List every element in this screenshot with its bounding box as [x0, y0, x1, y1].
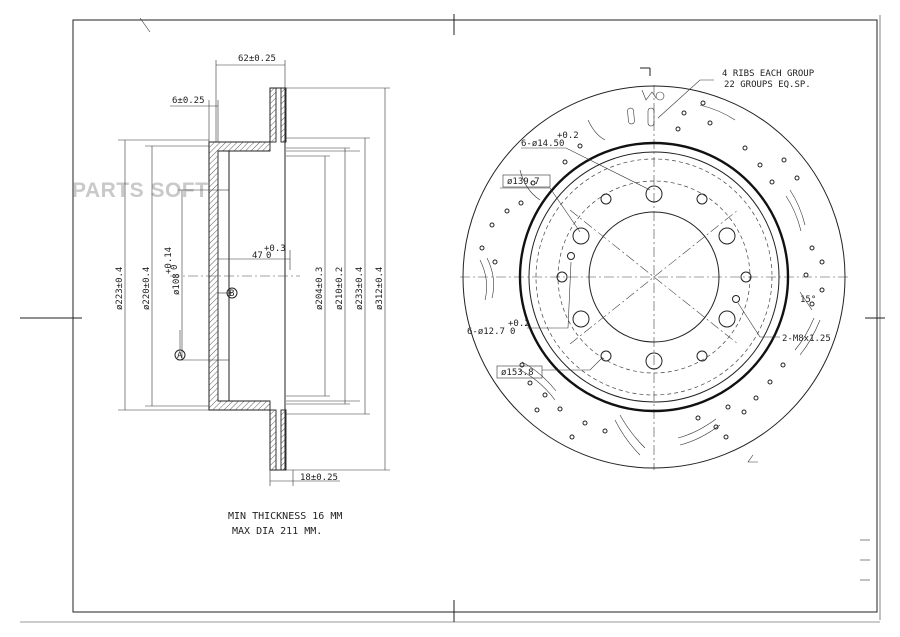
svg-text:0: 0 — [559, 139, 564, 149]
label-holes-12: 6-ø12.7 — [467, 327, 505, 337]
dim-rotor-thickness: 18±0.25 — [300, 473, 338, 483]
sheet-border — [20, 14, 885, 623]
svg-text:A: A — [177, 351, 183, 361]
rotor-plate-outer — [269, 87, 277, 143]
svg-text:B: B — [229, 289, 234, 299]
leader-lines — [500, 79, 813, 371]
note-max-dia: MAX DIA 211 MM. — [232, 526, 322, 537]
threaded-hole-1 — [567, 252, 575, 260]
cooling-ribs — [627, 67, 665, 127]
watermark: PARTS SOFT — [72, 179, 208, 202]
rotor-slots — [479, 104, 821, 463]
friction-ring-inner — [518, 141, 790, 413]
dim-width-total: 62±0.25 — [238, 54, 276, 64]
svg-text:0: 0 — [510, 327, 515, 337]
datum-b-marker — [226, 287, 238, 299]
secondary-holes — [556, 193, 752, 362]
label-thread: 2-M8x1.25 — [782, 334, 831, 344]
side-section-view: B A 62±0.25 6±0.25 18±0.25 47 +0.3 0 ø22… — [115, 54, 390, 486]
front-view: 4 RIBS EACH GROUP 22 GROUPS EQ.SP. 6-ø14… — [460, 67, 850, 470]
svg-text:+0.14: +0.14 — [164, 247, 174, 274]
center-bore — [588, 211, 720, 343]
cross-drilled-holes — [479, 100, 825, 440]
dim-dia-233: ø233±0.4 — [355, 267, 365, 310]
label-angle: 15° — [800, 295, 816, 305]
note-min-thickness: MIN THICKNESS 16 MM — [228, 511, 342, 522]
label-holes-14: 6-ø14.5 — [521, 139, 559, 149]
label-dia-153: ø153.8 — [501, 368, 534, 378]
rotor-plate-inner — [280, 87, 287, 143]
dim-dia-312: ø312±0.4 — [375, 267, 385, 310]
label-ribs-count: 4 RIBS EACH GROUP — [722, 69, 815, 79]
label-ribs-groups: 22 GROUPS EQ.SP. — [724, 80, 811, 90]
dim-hat-thickness: 6±0.25 — [172, 96, 205, 106]
dim-hat-depth: 47 — [252, 251, 263, 261]
svg-text:+0.2: +0.2 — [508, 319, 530, 329]
threaded-hole-2 — [732, 295, 740, 303]
label-pcd-139: ø139.7 — [507, 177, 540, 187]
svg-text:+0.2: +0.2 — [557, 131, 579, 141]
datum-a-marker — [174, 349, 186, 361]
dim-dia-220: ø220±0.4 — [142, 267, 152, 310]
svg-text:0: 0 — [266, 251, 271, 261]
wheel-stud-holes — [572, 185, 736, 370]
svg-text:0: 0 — [170, 265, 180, 270]
rotor-outer-edge — [462, 85, 846, 469]
diameter-dimension-lines — [118, 60, 390, 486]
hat-wall-section — [208, 141, 271, 411]
dim-dia-108: ø108 — [172, 273, 182, 295]
dim-dia-204: ø204±0.3 — [315, 267, 325, 310]
pcd-circle — [557, 180, 751, 374]
dim-dia-210: ø210±0.2 — [335, 267, 345, 310]
dim-dia-223: ø223±0.4 — [115, 267, 125, 310]
svg-text:+0.3: +0.3 — [264, 244, 286, 254]
